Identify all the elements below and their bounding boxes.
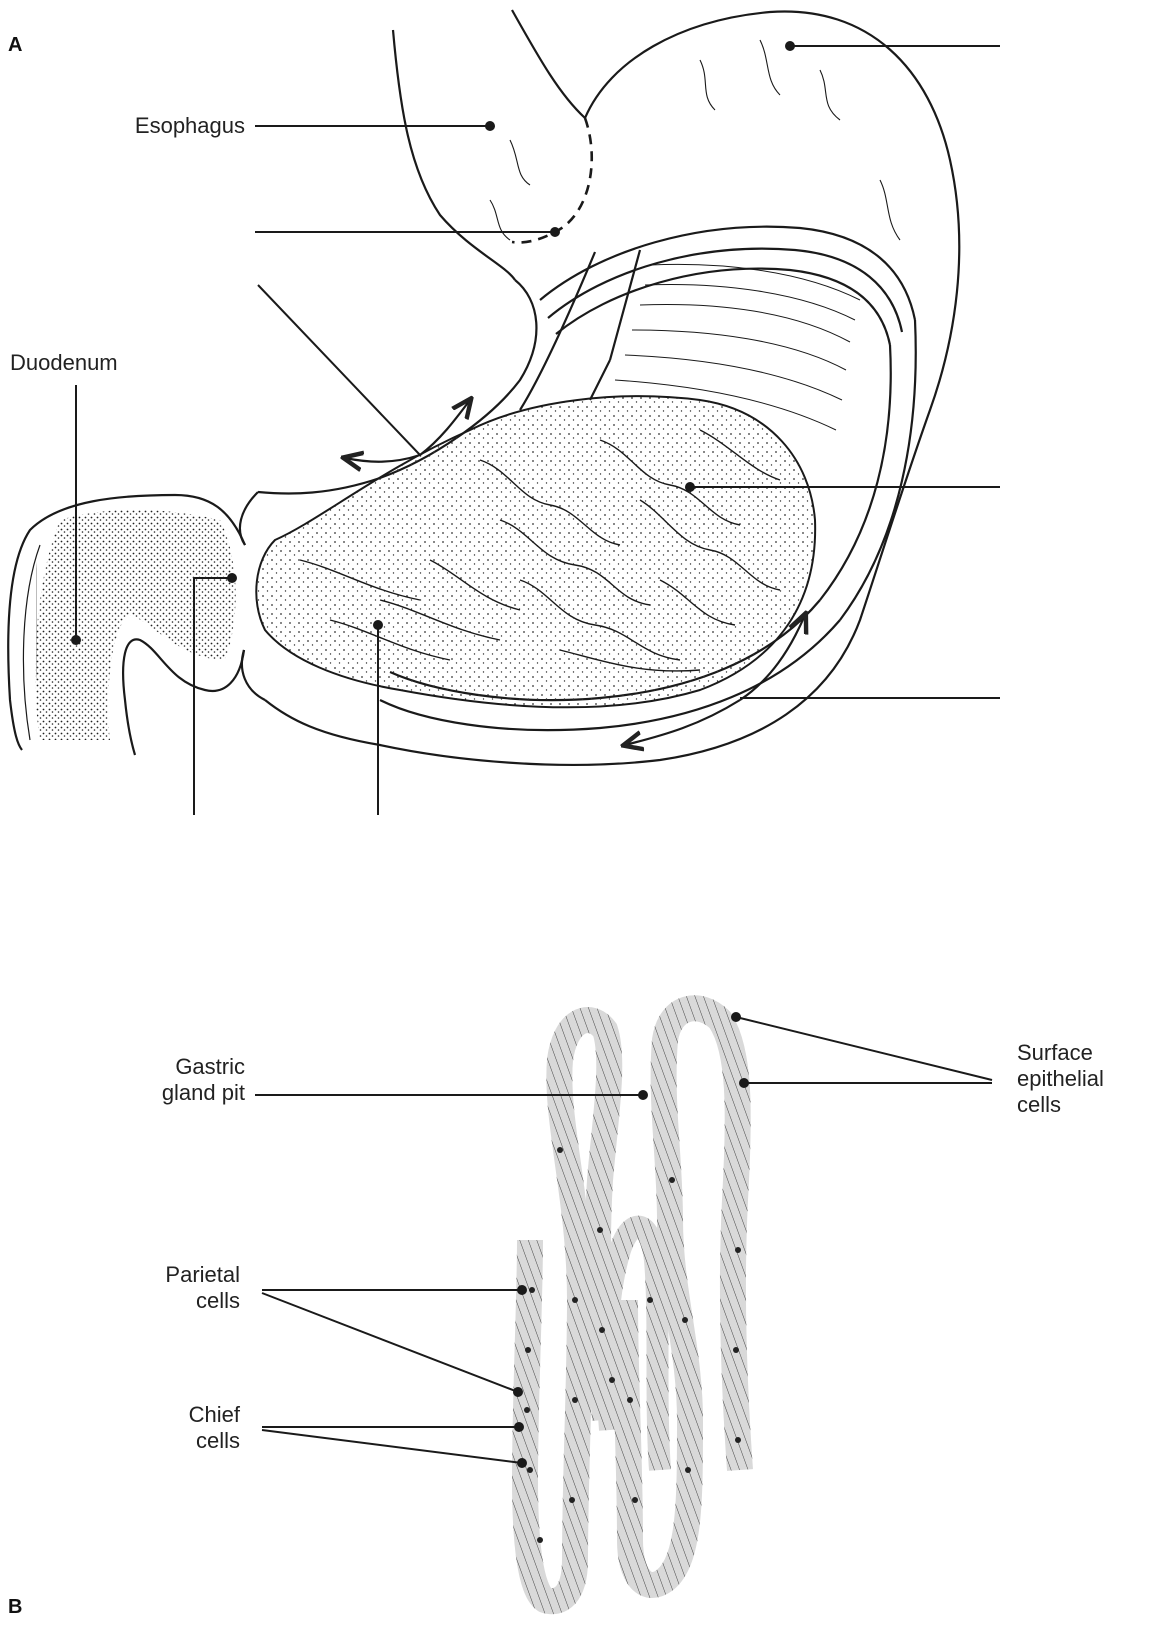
label-surface-epithelial-cells-text: Surface epithelial cells <box>1017 1040 1104 1117</box>
label-gastric-gland-pit-text: Gastric gland pit <box>155 1054 245 1106</box>
label-parietal-cells: Parietal cells <box>140 1262 240 1314</box>
label-gastric-gland-pit: Gastric gland pit <box>120 1054 245 1106</box>
duodenum-lumen <box>35 510 236 740</box>
panel-label-b: B <box>8 1596 22 1619</box>
label-duodenum: Duodenum <box>10 350 150 376</box>
gastric-glands-drawing <box>524 1008 741 1601</box>
label-parietal-cells-text: Parietal cells <box>150 1262 240 1314</box>
panel-label-a: A <box>8 34 22 57</box>
esophagus-outline <box>393 30 515 280</box>
label-surface-epithelial-cells: Surface epithelial cells <box>1017 1040 1127 1118</box>
label-chief-cells-text: Chief cells <box>170 1402 240 1454</box>
label-chief-cells: Chief cells <box>140 1402 240 1454</box>
label-esophagus: Esophagus <box>100 113 245 139</box>
mucosa-region <box>256 396 815 707</box>
